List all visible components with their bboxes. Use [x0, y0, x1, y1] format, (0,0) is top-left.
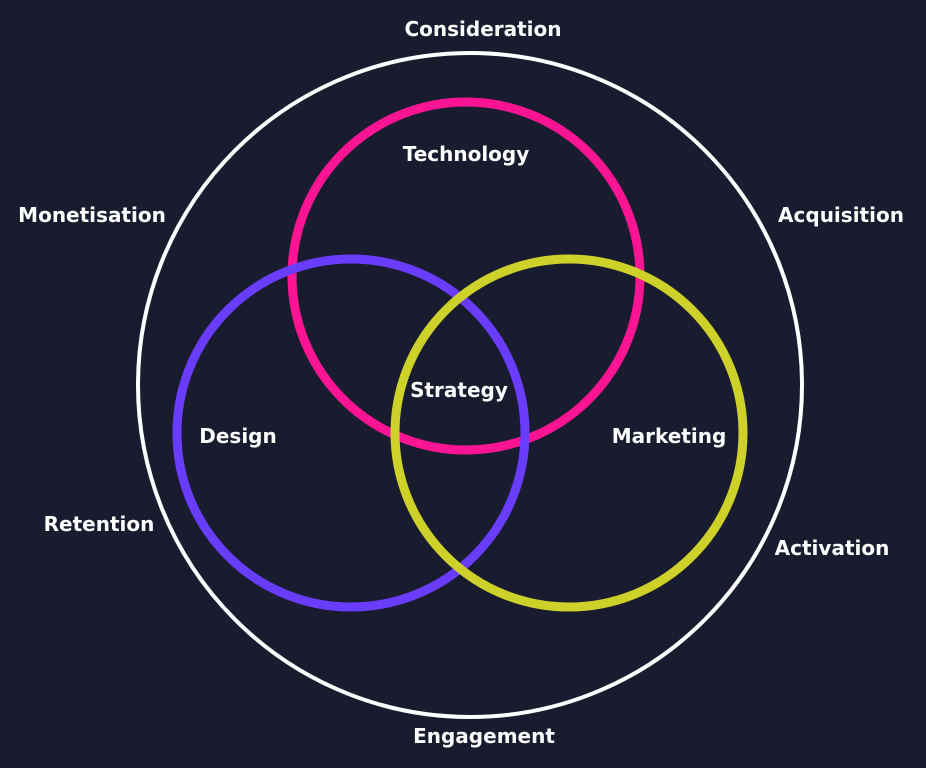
label-technology: Technology: [403, 142, 530, 166]
circle-marketing: [390, 254, 748, 612]
label-strategy: Strategy: [410, 378, 508, 402]
circle-design: [172, 254, 530, 612]
label-acquisition: Acquisition: [778, 203, 904, 227]
label-activation: Activation: [775, 536, 890, 560]
label-retention: Retention: [44, 512, 155, 536]
label-marketing: Marketing: [612, 424, 727, 448]
outer-ring: [136, 51, 804, 719]
label-consideration: Consideration: [404, 17, 561, 41]
label-monetisation: Monetisation: [18, 203, 166, 227]
label-engagement: Engagement: [413, 724, 555, 748]
label-design: Design: [199, 424, 276, 448]
